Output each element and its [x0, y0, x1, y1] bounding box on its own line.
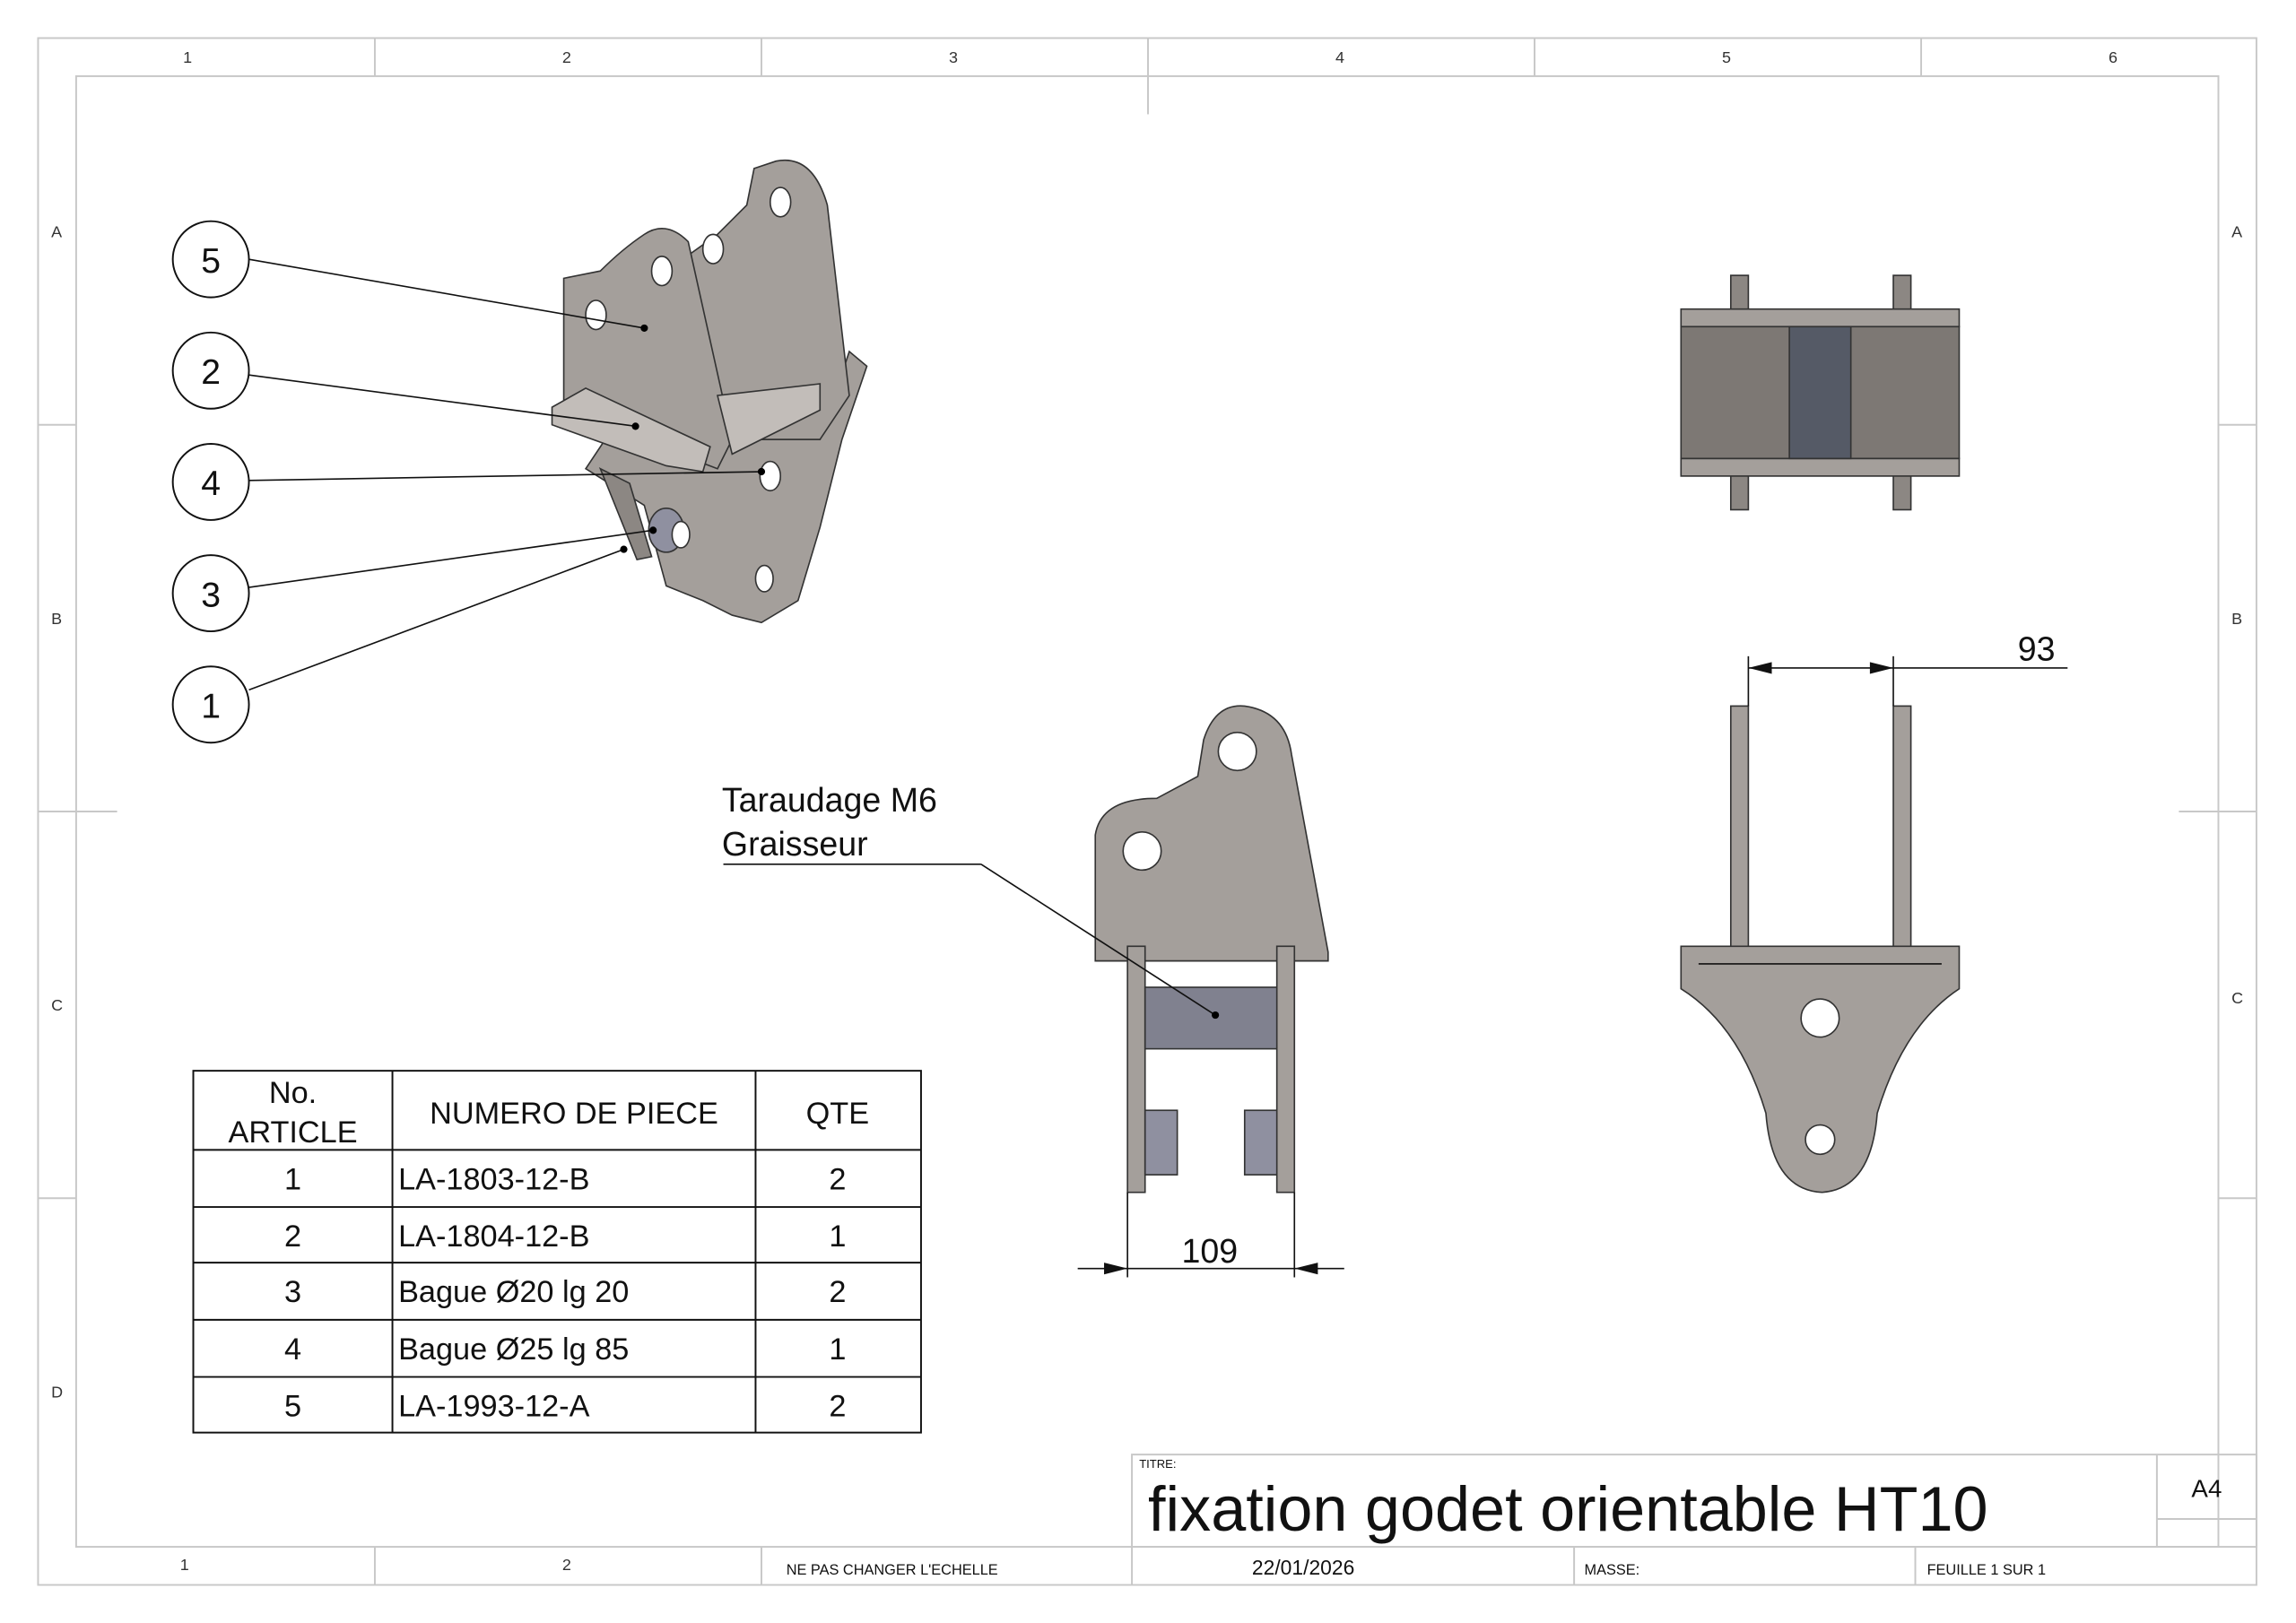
svg-text:1: 1	[829, 1332, 846, 1367]
table-row: 3 Bague Ø20 lg 20 2	[284, 1275, 846, 1309]
top-view	[1680, 274, 1961, 511]
bom-header-qty: QTE	[806, 1097, 869, 1131]
balloon-3: 3	[171, 554, 250, 633]
bom-header-article: ARTICLE	[228, 1115, 357, 1150]
svg-text:5: 5	[201, 242, 221, 281]
svg-text:2: 2	[201, 353, 221, 392]
svg-text:LA-1803-12-B: LA-1803-12-B	[398, 1162, 589, 1196]
balloon-leaders	[248, 258, 766, 691]
paper-format: A4	[2191, 1475, 2222, 1503]
dimension-93	[1747, 655, 2068, 707]
scale-note: NE PAS CHANGER L'ECHELLE	[787, 1562, 998, 1578]
balloon-1: 1	[171, 665, 250, 744]
table-row: 2 LA-1804-12-B 1	[284, 1219, 846, 1254]
drawing-title: fixation godet orientable HT10	[1148, 1473, 1988, 1544]
svg-text:LA-1993-12-A: LA-1993-12-A	[398, 1390, 590, 1424]
zone-col-6: 6	[2109, 48, 2118, 66]
svg-text:Bague Ø20 lg 20: Bague Ø20 lg 20	[398, 1275, 629, 1309]
table-row: 5 LA-1993-12-A 2	[284, 1390, 846, 1424]
isometric-view	[551, 159, 868, 624]
svg-text:3: 3	[201, 576, 221, 614]
drawing-date: 22/01/2026	[1252, 1556, 1354, 1579]
zone-dividers	[38, 38, 2257, 1585]
zone-row-c-right: C	[2231, 989, 2243, 1007]
zone-row-b-right: B	[2231, 610, 2242, 628]
bom-table: No. ARTICLE NUMERO DE PIECE QTE 1 LA-180…	[192, 1070, 922, 1434]
table-row: 1 LA-1803-12-B 2	[284, 1162, 846, 1196]
svg-text:1: 1	[829, 1219, 846, 1254]
bom-header-no: No.	[269, 1076, 317, 1110]
svg-text:3: 3	[284, 1275, 301, 1309]
svg-text:2: 2	[829, 1390, 846, 1424]
dimension-109-value: 109	[1182, 1232, 1239, 1270]
svg-text:4: 4	[284, 1332, 301, 1367]
zone-row-a: A	[51, 223, 62, 241]
zone-col-3: 3	[949, 48, 958, 66]
svg-text:2: 2	[829, 1275, 846, 1309]
svg-text:2: 2	[284, 1219, 301, 1254]
front-view	[1094, 705, 1329, 1193]
svg-text:2: 2	[829, 1162, 846, 1196]
zone-col-2-bottom: 2	[562, 1556, 571, 1574]
zone-row-d: D	[51, 1383, 63, 1401]
zone-row-b: B	[51, 610, 62, 628]
zone-labels: 1 2 3 4 5 6 1 2 A B C D A B C	[51, 48, 2243, 1574]
balloon-2: 2	[171, 331, 250, 410]
zone-col-1: 1	[183, 48, 192, 66]
note-grease-nipple: Graisseur	[722, 825, 868, 863]
svg-text:4: 4	[201, 464, 221, 503]
dimension-93-value: 93	[2018, 630, 2056, 668]
svg-text:1: 1	[201, 687, 221, 725]
zone-col-5: 5	[1722, 48, 1731, 66]
mass-label: MASSE:	[1585, 1562, 1640, 1578]
zone-row-a-right: A	[2231, 223, 2242, 241]
title-block: TITRE: fixation godet orientable HT10 A4…	[787, 1454, 2257, 1585]
note-leader	[723, 863, 1220, 1020]
dimension-109	[1077, 1192, 1344, 1278]
balloon-4: 4	[171, 442, 250, 521]
svg-text:LA-1804-12-B: LA-1804-12-B	[398, 1219, 589, 1254]
svg-text:1: 1	[284, 1162, 301, 1196]
table-row: 4 Bague Ø25 lg 85 1	[284, 1332, 846, 1367]
zone-col-1-bottom: 1	[180, 1556, 189, 1574]
sheet-number: FEUILLE 1 SUR 1	[1927, 1562, 2046, 1578]
zone-row-c: C	[51, 996, 63, 1014]
svg-text:5: 5	[284, 1390, 301, 1424]
note-tapping: Taraudage M6	[722, 781, 937, 819]
bom-header-part: NUMERO DE PIECE	[430, 1097, 718, 1131]
balloon-5: 5	[171, 220, 250, 299]
side-view	[1680, 705, 1961, 1193]
zone-col-4: 4	[1335, 48, 1344, 66]
title-label: TITRE:	[1139, 1457, 1176, 1471]
zone-col-2: 2	[562, 48, 571, 66]
svg-text:Bague Ø25 lg 85: Bague Ø25 lg 85	[398, 1332, 629, 1367]
